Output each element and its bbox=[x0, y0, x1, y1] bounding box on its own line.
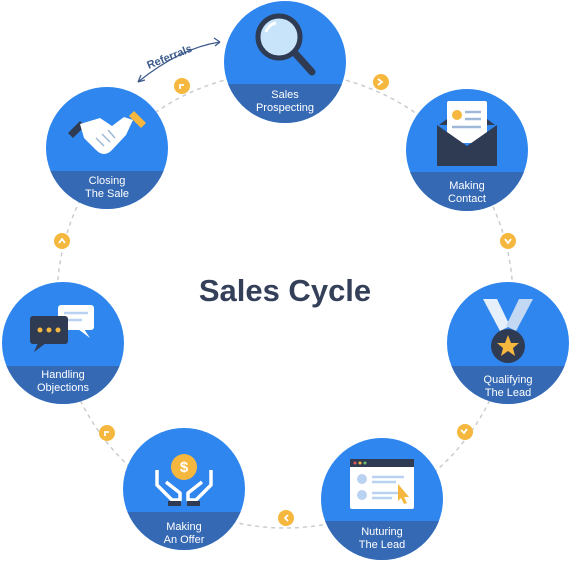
referrals-label: Referrals bbox=[145, 43, 194, 72]
stage-nuturing-the-lead: Nuturing The Lead bbox=[321, 438, 443, 560]
connector-7 bbox=[174, 78, 190, 94]
stage-label-line1: Sales bbox=[271, 89, 299, 101]
chat-bubbles-icon bbox=[30, 305, 94, 352]
stage-label-line1: Qualifying bbox=[484, 374, 533, 386]
connector-5 bbox=[99, 425, 115, 441]
stage-label-line2: Contact bbox=[448, 193, 486, 205]
stage-qualifying-the-lead: Qualifying The Lead bbox=[447, 282, 569, 404]
stage-label-line1: Making bbox=[449, 180, 484, 192]
stage-sales-prospecting: Sales Prospecting bbox=[224, 1, 346, 123]
magnifier-icon bbox=[255, 13, 316, 76]
referrals-arrow: Referrals bbox=[137, 37, 221, 83]
stage-label-line2: The Lead bbox=[485, 387, 531, 399]
connector-4 bbox=[278, 510, 294, 526]
connectors bbox=[54, 74, 516, 526]
stage-label-line1: Closing bbox=[89, 175, 126, 187]
envelope-icon bbox=[437, 101, 497, 166]
browser-window-icon bbox=[350, 459, 414, 509]
stage-making-contact: Making Contact bbox=[406, 89, 528, 211]
connector-2 bbox=[500, 233, 516, 249]
stage-label-line2: Prospecting bbox=[256, 102, 314, 114]
stage-label-line1: Nuturing bbox=[361, 526, 403, 538]
medal-icon bbox=[483, 299, 533, 363]
stage-label-line2: Objections bbox=[37, 382, 89, 394]
svg-text:$: $ bbox=[180, 459, 189, 476]
stage-label-line2: An Offer bbox=[164, 534, 205, 546]
handshake-icon bbox=[68, 111, 146, 154]
diagram-title: Sales Cycle bbox=[199, 273, 371, 308]
stage-label-line1: Handling bbox=[41, 369, 84, 381]
stage-label-line2: The Sale bbox=[85, 188, 129, 200]
stage-handling-objections: Handling Objections bbox=[2, 282, 124, 404]
connector-3 bbox=[457, 424, 473, 440]
connector-1 bbox=[373, 74, 389, 90]
dollar-coin-hands-icon: $ bbox=[155, 454, 213, 506]
stage-label-line1: Making bbox=[166, 521, 201, 533]
connector-6 bbox=[54, 233, 70, 249]
stage-making-an-offer: $ Making An Offer bbox=[123, 428, 245, 550]
stage-closing-the-sale: Closing The Sale bbox=[46, 87, 168, 209]
stage-label-line2: The Lead bbox=[359, 539, 405, 551]
